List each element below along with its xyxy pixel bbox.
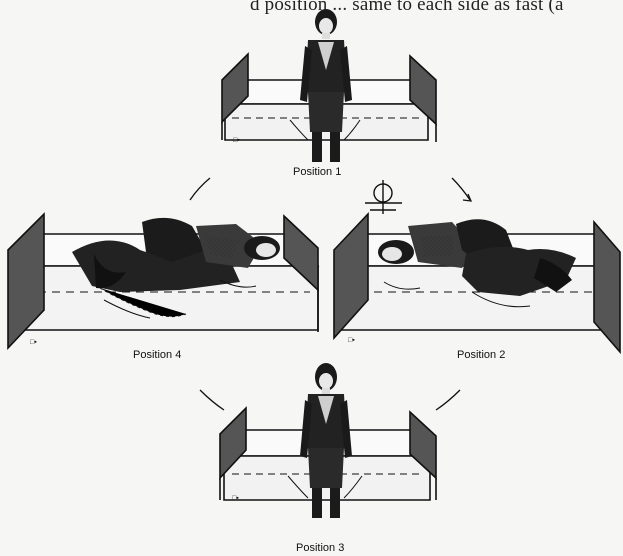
rotation-symbol-icon	[365, 180, 402, 214]
scene-position-3: □▪	[220, 363, 436, 518]
bed-mark-4: □▪	[30, 339, 37, 346]
arrow-4-to-1	[190, 178, 210, 200]
label-position-3: Position 3	[296, 542, 344, 555]
label-position-1: Position 1	[293, 166, 341, 179]
bed-mark-1: □▪	[233, 137, 240, 144]
arrow-3-to-4	[200, 390, 224, 410]
label-position-4: Position 4	[133, 349, 181, 362]
label-position-2: Position 2	[457, 349, 505, 362]
scene-position-4: □▪	[8, 214, 318, 348]
scene-position-2: □▪	[334, 214, 620, 352]
arrow-1-to-2	[452, 178, 470, 200]
bed-mark-3: □▪	[232, 495, 239, 502]
arrow-2-to-3	[436, 390, 460, 410]
scene-position-1: □▪	[222, 9, 436, 162]
bed-mark-2: □▪	[348, 337, 355, 344]
